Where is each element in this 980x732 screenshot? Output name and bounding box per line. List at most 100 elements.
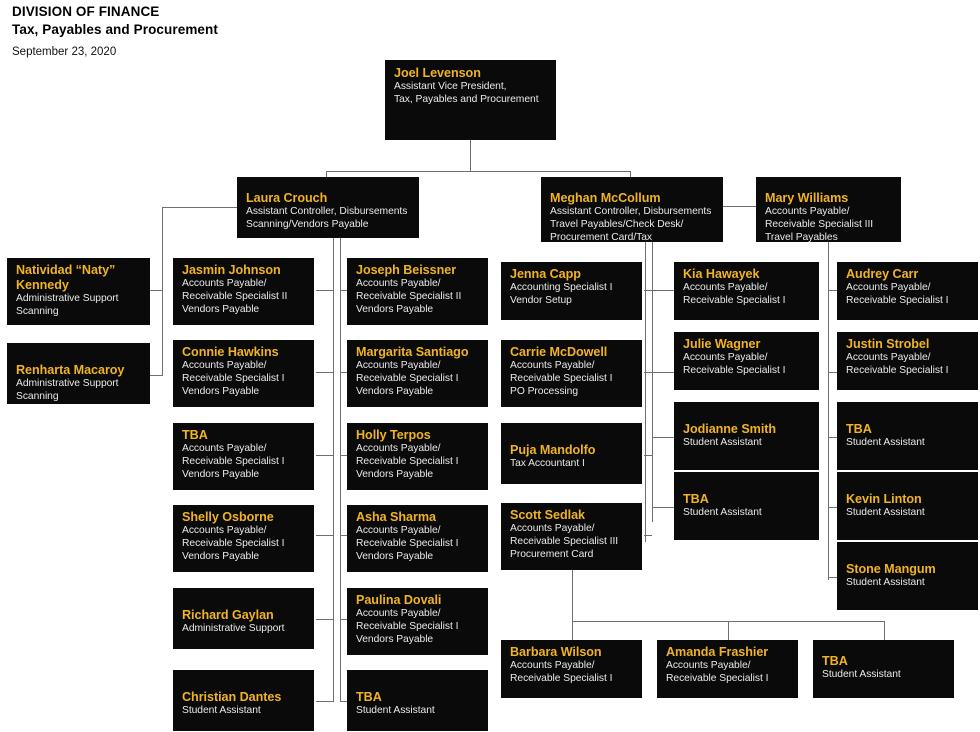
node-title: Student Assistant [846,577,925,588]
node-puja-mandolfo[interactable]: Puja Mandolfo Tax Accountant I [501,423,642,484]
node-kia-hawayek[interactable]: Kia Hawayek Accounts Payable/ Receivable… [674,262,819,320]
node-julie-wagner[interactable]: Julie Wagner Accounts Payable/ Receivabl… [674,332,819,390]
node-jenna-capp[interactable]: Jenna Capp Accounting Specialist I Vendo… [501,262,642,320]
node-scott-sedlak[interactable]: Scott Sedlak Accounts Payable/ Receivabl… [501,503,642,570]
line-macaroy-stub [150,375,163,376]
node-renharta-macaroy[interactable]: Renharta Macaroy Administrative Support … [7,343,150,404]
node-paulina-dovali[interactable]: Paulina Dovali Accounts Payable/ Receiva… [347,588,488,655]
node-tba-student-assistant-bottom[interactable]: TBA Student Assistant [813,640,954,698]
node-name: TBA [683,492,709,506]
line-col6-trunk [828,242,829,580]
node-title: Accounts Payable/ Receivable Specialist … [182,525,285,562]
node-name: Meghan McCollum [550,191,661,205]
node-title: Accounts Payable/ Receivable Specialist … [846,282,949,306]
node-name: Jodianne Smith [683,422,777,436]
line-terpos-stub [340,455,348,456]
line-osborne-stub [316,535,334,536]
node-name: Puja Mandolfo [510,443,596,457]
node-jasmin-johnson[interactable]: Jasmin Johnson Accounts Payable/ Receiva… [173,258,314,325]
node-name: Scott Sedlak [510,508,585,522]
node-title: Accounts Payable/ Receivable Specialist … [510,660,613,684]
line-wagner-stub [652,372,674,373]
node-tba-vendors-payable[interactable]: TBA Accounts Payable/ Receivable Special… [173,423,314,490]
department-title: Tax, Payables and Procurement [12,22,218,37]
node-tba-student-assistant-col5[interactable]: TBA Student Assistant [674,472,819,540]
node-christian-dantes[interactable]: Christian Dantes Student Assistant [173,670,314,731]
line-tbacol3-stub [340,701,348,702]
chart-date: September 23, 2020 [12,46,117,58]
node-name: Jasmin Johnson [182,263,281,277]
node-barbara-wilson[interactable]: Barbara Wilson Accounts Payable/ Receiva… [501,640,642,698]
node-title: Student Assistant [683,437,762,448]
node-amanda-frashier[interactable]: Amanda Frashier Accounts Payable/ Receiv… [657,640,798,698]
line-col4-trunk [645,242,646,542]
line-sedlak-stub [644,535,652,536]
line-dovali-stub [340,619,348,620]
node-tba-student-assistant-col6[interactable]: TBA Student Assistant [837,402,978,470]
node-title: Accounts Payable/ Receivable Specialist … [683,352,786,376]
node-title: Student Assistant [846,507,925,518]
node-name: Julie Wagner [683,337,761,351]
node-mary-williams[interactable]: Mary Williams Accounts Payable/ Receivab… [756,177,901,242]
line-mccollum-stem [630,171,631,177]
node-kevin-linton[interactable]: Kevin Linton Student Assistant [837,472,978,540]
node-laura-crouch[interactable]: Laura Crouch Assistant Controller, Disbu… [237,177,419,238]
line-mccollum-williams [722,206,756,207]
node-name: TBA [822,654,848,668]
node-audrey-carr[interactable]: Audrey Carr Accounts Payable/ Receivable… [837,262,978,320]
node-natividad-kennedy[interactable]: Natividad “Naty” Kennedy Administrative … [7,258,150,325]
node-title: Student Assistant [182,705,261,716]
node-name: Joseph Beissner [356,263,457,277]
node-stone-mangum[interactable]: Stone Mangum Student Assistant [837,542,978,610]
node-title: Accounts Payable/ Receivable Specialist … [356,443,459,480]
line-tbacol5-stub [652,507,674,508]
node-name: Natividad “Naty” Kennedy [16,263,116,292]
node-title: Administrative Support [182,623,285,634]
node-holly-terpos[interactable]: Holly Terpos Accounts Payable/ Receivabl… [347,423,488,490]
node-meghan-mccollum[interactable]: Meghan McCollum Assistant Controller, Di… [541,177,723,242]
node-name: Mary Williams [765,191,849,205]
node-carrie-mcdowell[interactable]: Carrie McDowell Accounts Payable/ Receiv… [501,340,642,407]
line-hawayek-stub [652,290,674,291]
line-santiago-stub [340,372,348,373]
node-justin-strobel[interactable]: Justin Strobel Accounts Payable/ Receiva… [837,332,978,390]
node-shelly-osborne[interactable]: Shelly Osborne Accounts Payable/ Receiva… [173,505,314,572]
line-jsmith-stub [652,437,674,438]
node-name: TBA [356,690,382,704]
line-mandolfo-stub [644,455,652,456]
node-jodianne-smith[interactable]: Jodianne Smith Student Assistant [674,402,819,470]
line-capp-stub [644,290,652,291]
node-title: Accounts Payable/ Receivable Specialist … [182,278,288,315]
node-name: Connie Hawkins [182,345,279,359]
node-name: Joel Levenson [394,66,481,80]
node-tba-student-assistant-col3[interactable]: TBA Student Assistant [347,670,488,731]
node-margarita-santiago[interactable]: Margarita Santiago Accounts Payable/ Rec… [347,340,488,407]
node-asha-sharma[interactable]: Asha Sharma Accounts Payable/ Receivable… [347,505,488,572]
node-title: Tax Accountant I [510,458,585,469]
node-title: Accounts Payable/ Receivable Specialist … [846,352,949,376]
node-title: Accounts Payable/ Receivable Specialist … [765,206,874,242]
node-joel-levenson[interactable]: Joel Levenson Assistant Vice President, … [385,60,556,140]
node-joseph-beissner[interactable]: Joseph Beissner Accounts Payable/ Receiv… [347,258,488,325]
node-name: TBA [182,428,208,442]
line-sedlak-down [572,570,573,640]
line-sharma-stub [340,535,348,536]
line-mangum-stub [828,577,837,578]
node-name: Christian Dantes [182,690,282,704]
division-title: DIVISION OF FINANCE [12,4,160,19]
node-name: Kia Hawayek [683,267,760,281]
node-name: Holly Terpos [356,428,431,442]
line-tbacol2-stub [316,455,334,456]
node-name: Renharta Macaroy [16,363,125,377]
line-tbacol6-stub [828,437,837,438]
line-gaylan-stub [316,619,334,620]
line-strobel-stub [828,372,837,373]
node-title: Accounts Payable/ Receivable Specialist … [666,660,769,684]
node-title: Accounts Payable/ Receivable Specialist … [182,443,285,480]
node-title: Student Assistant [846,437,925,448]
line-col5-trunk [652,242,653,522]
node-title: Accounts Payable/ Receivable Specialist … [356,525,459,562]
node-connie-hawkins[interactable]: Connie Hawkins Accounts Payable/ Receiva… [173,340,314,407]
node-richard-gaylan[interactable]: Richard Gaylan Administrative Support [173,588,314,649]
